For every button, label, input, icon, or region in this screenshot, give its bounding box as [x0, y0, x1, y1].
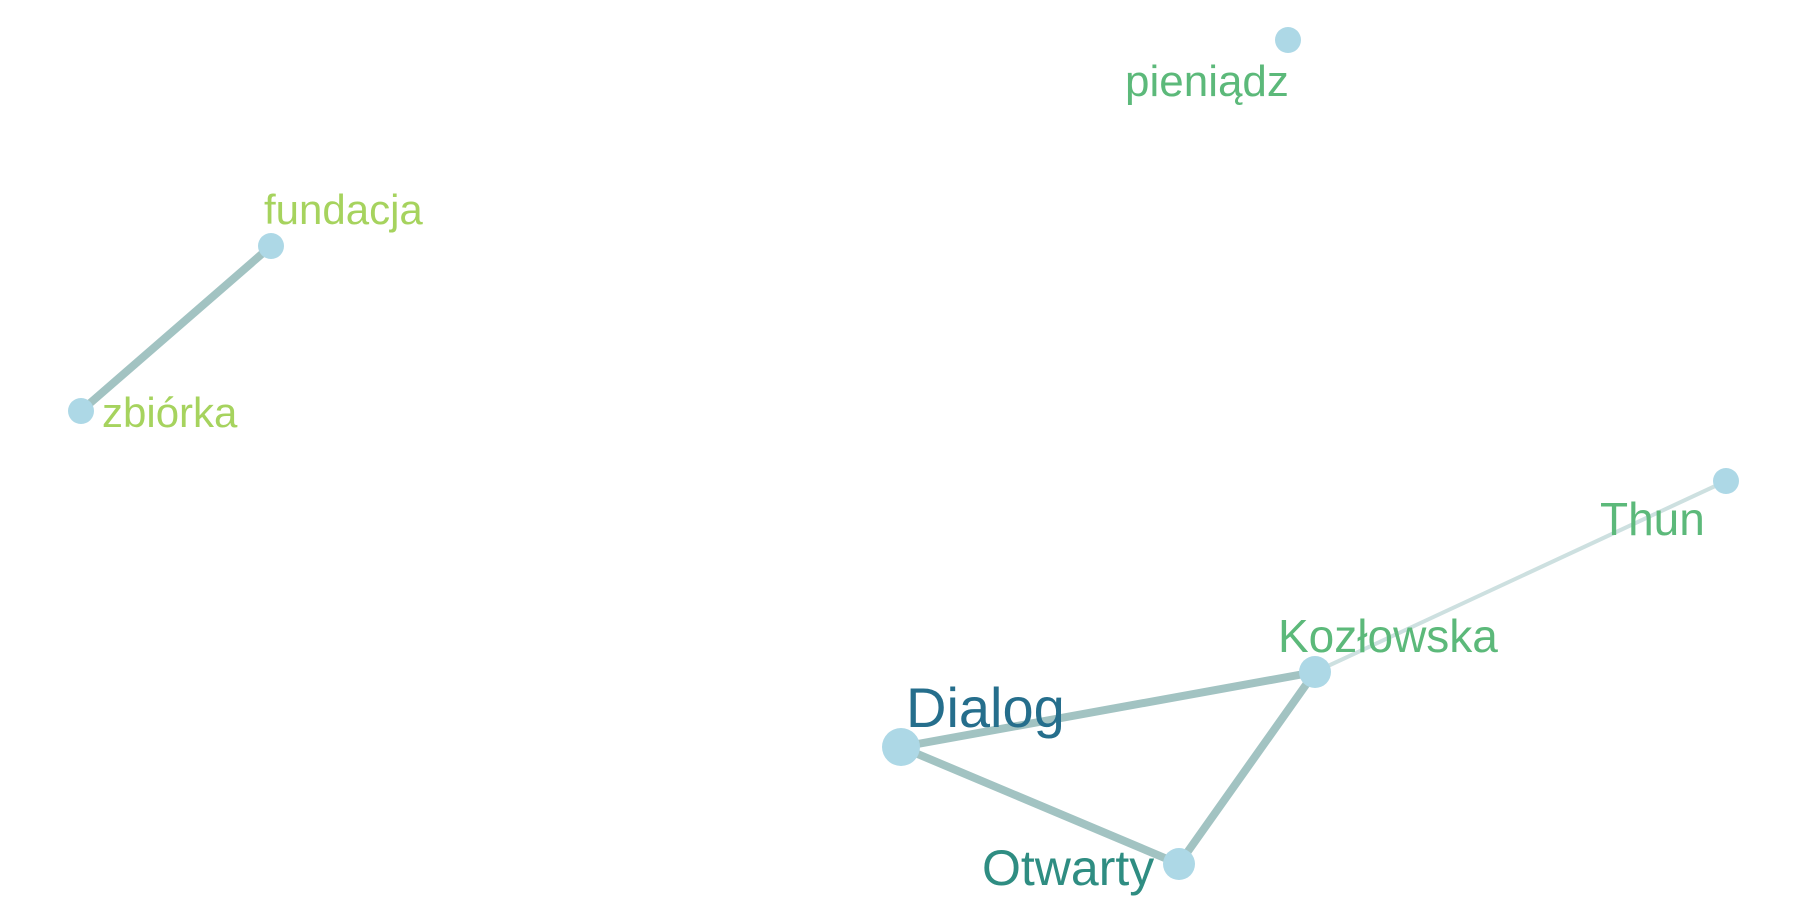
node-label-otwarty: Otwarty — [982, 840, 1154, 896]
edge-kozlowska-thun — [1313, 479, 1728, 674]
node-label-dialog: Dialog — [906, 676, 1065, 739]
node-label-zbiorka: zbiórka — [102, 389, 238, 436]
edge-dialog-otwarty — [897, 743, 1183, 868]
edges-layer — [77, 242, 1728, 868]
node-otwarty[interactable] — [1163, 848, 1195, 880]
edge-fundacja-zbiorka — [77, 242, 275, 415]
edge-dialog-kozlowska — [897, 668, 1319, 751]
node-label-pieniadz: pieniądz — [1125, 57, 1289, 106]
edge-otwarty-kozlowska — [1175, 668, 1319, 868]
node-kozlowska[interactable] — [1299, 656, 1331, 688]
nodes-layer — [68, 27, 1739, 880]
node-label-thun: Thun — [1600, 493, 1705, 545]
node-label-kozlowska: Kozłowska — [1278, 610, 1498, 662]
node-fundacja[interactable] — [258, 233, 284, 259]
node-zbiorka[interactable] — [68, 398, 94, 424]
node-label-fundacja: fundacja — [264, 186, 423, 233]
node-pieniadz[interactable] — [1275, 27, 1301, 53]
node-thun[interactable] — [1713, 468, 1739, 494]
labels-layer: pieniądz fundacja zbiórkaThunKozłowskaDial… — [102, 57, 1705, 896]
node-dialog[interactable] — [882, 728, 920, 766]
